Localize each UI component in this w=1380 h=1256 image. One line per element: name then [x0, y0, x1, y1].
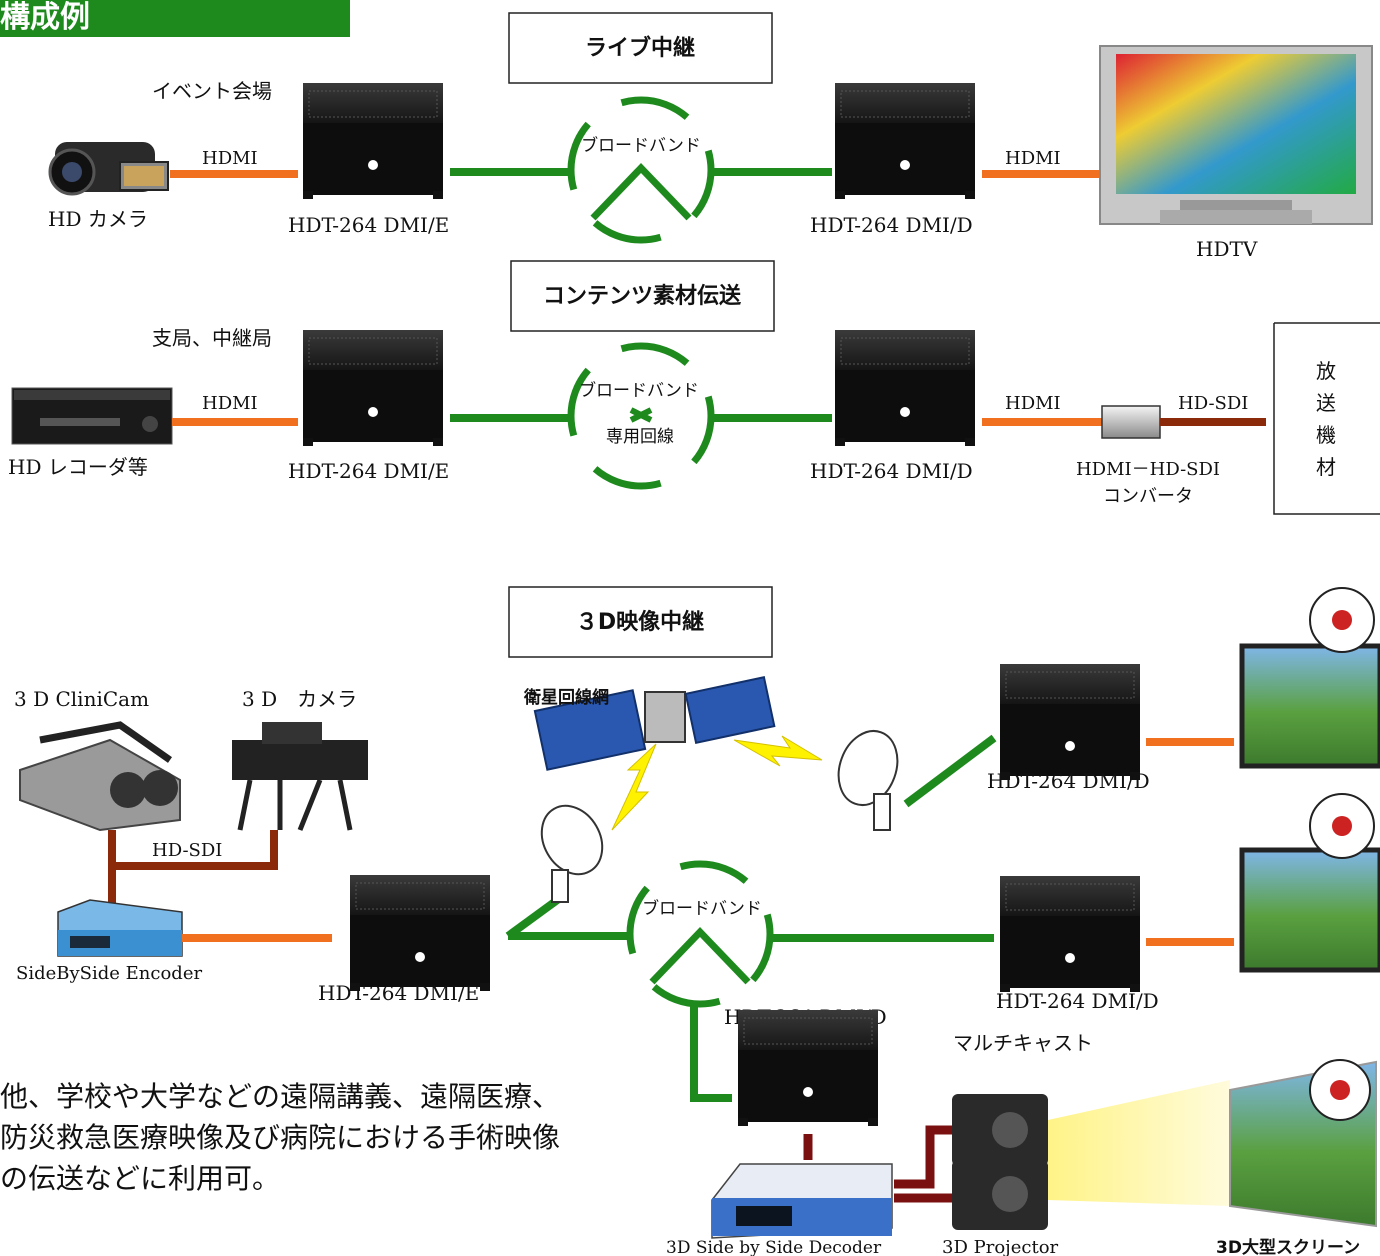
satellite-downlink-line — [903, 734, 997, 808]
clinicam-icon — [19, 721, 181, 832]
encoder-label: HDT-264 DMI/E — [288, 213, 449, 237]
venue-label: イベント会場 — [152, 79, 272, 103]
decoder-device-icon — [737, 1009, 879, 1127]
side-encoder-label: SideBySide Encoder — [16, 963, 202, 984]
decoder-device-icon — [834, 82, 976, 200]
section-title-box — [510, 260, 775, 332]
decoder-label: HDT-264 DMI/D — [987, 769, 1150, 793]
dedicated-line-label: 専用回線 — [606, 427, 674, 447]
network-label: ブロードバンド — [642, 898, 762, 919]
section-title: コンテンツ素材伝送 — [543, 283, 741, 309]
decoder-label: HDT-264 DMI/D — [810, 213, 973, 237]
stereo-camera-icon — [232, 722, 368, 831]
satellite-label: 衛星回線網 — [523, 687, 609, 708]
converter-icon — [1101, 405, 1161, 439]
sink-label: HDTV — [1196, 237, 1258, 261]
source-label: HD レコーダ等 — [8, 455, 148, 479]
satellite-dish-icon — [837, 730, 899, 831]
hdmi-label: HDMI — [1005, 393, 1061, 414]
signal-bolt-icon — [611, 743, 657, 831]
satellite-uplink-line — [505, 894, 563, 940]
decoder-device-icon — [834, 329, 976, 447]
decoder-label: HDT-264 DMI/D — [996, 989, 1159, 1013]
network-label: ブロードバンド — [579, 380, 699, 401]
large-screen-icon — [1229, 1059, 1377, 1228]
header-banner: 構成例 — [0, 0, 350, 37]
section-title-box — [508, 12, 773, 84]
screen-label: 3D大型スクリーン — [1216, 1237, 1360, 1256]
3d-tv-icon — [1239, 793, 1380, 973]
converter-label: HDMI－HD-SDI — [1076, 459, 1220, 480]
section-title: ３D映像中継 — [576, 609, 704, 635]
encoder-device-icon — [302, 82, 444, 200]
source-label: HD カメラ — [48, 207, 148, 231]
projector-label: 3D Projector — [942, 1237, 1059, 1256]
broadband-network-icon — [567, 96, 715, 244]
broadband-network-icon — [567, 342, 715, 490]
signal-bolt-icon — [733, 735, 823, 767]
3d-tv-icon — [1239, 587, 1380, 769]
sdi-label: HD-SDI — [152, 840, 222, 861]
section-title-box — [508, 586, 773, 658]
satellite-dish-icon — [540, 804, 604, 903]
broadcast-equipment-box — [1273, 322, 1380, 515]
sidebyside-decoder-icon — [711, 1163, 893, 1239]
note-line: 防災救急医療映像及び病院における手術映像 — [0, 1121, 560, 1154]
note-line: 他、学校や大学などの遠隔講義、遠隔医療、 — [0, 1080, 560, 1113]
satellite-icon — [533, 676, 776, 771]
clinicam-label: 3 D CliniCam — [14, 687, 149, 711]
broadcast-equipment-char: 機 — [1316, 423, 1336, 447]
decoder-label: HDT-264 DMI/D — [810, 459, 973, 483]
projection-beam — [1048, 1080, 1230, 1206]
network-line — [690, 1004, 732, 1102]
encoder-label: HDT-264 DMI/E — [288, 459, 449, 483]
note-line: の伝送などに利用可。 — [0, 1162, 280, 1195]
sdi-label: HD-SDI — [1178, 393, 1248, 414]
multicast-label: マルチキャスト — [953, 1031, 1093, 1055]
section-live: ライブ中継 イベント会場 HD カメラ HDMI HDT-264 DMI/E ブ… — [48, 12, 1373, 261]
section-title: ライブ中継 — [585, 35, 695, 61]
network-label: ブロードバンド — [581, 135, 701, 156]
venue-label: 支局、中継局 — [152, 326, 272, 350]
decoder-device-icon — [999, 663, 1141, 781]
hdmi-label: HDMI — [202, 148, 258, 169]
broadcast-equipment-char: 送 — [1316, 391, 1336, 415]
section-3d: ３D映像中継 3 D CliniCam 3 D カメラ HD-SDI SideB… — [14, 586, 1380, 1256]
projector-icon — [952, 1160, 1048, 1230]
broadband-network-icon — [626, 860, 774, 1008]
camera-label: 3 D カメラ — [242, 687, 357, 711]
decoder-device-icon — [999, 875, 1141, 993]
converter-label: コンバータ — [1103, 486, 1193, 507]
hd-camera-icon — [48, 142, 169, 196]
broadcast-equipment-char: 材 — [1316, 455, 1336, 479]
section-contents: コンテンツ素材伝送 支局、中継局 HD レコーダ等 HDMI HDT-264 D… — [8, 260, 1380, 515]
hdmi-label: HDMI — [202, 393, 258, 414]
side-decoder-label: 3D Side by Side Decoder — [666, 1238, 882, 1256]
usage-note: 他、学校や大学などの遠隔講義、遠隔医療、 防災救急医療映像及び病院における手術映… — [0, 1080, 560, 1195]
encoder-label: HDT-264 DMI/E — [318, 981, 479, 1005]
projector-cable — [894, 1125, 954, 1203]
sidebyside-encoder-icon — [57, 899, 183, 957]
encoder-device-icon — [349, 874, 491, 992]
hd-recorder-icon — [11, 387, 173, 445]
encoder-device-icon — [302, 329, 444, 447]
hdtv-icon — [1099, 45, 1373, 225]
broadcast-equipment-char: 放 — [1316, 359, 1336, 383]
page-title: 構成例 — [0, 0, 90, 35]
projector-icon — [952, 1094, 1048, 1166]
hdmi-label: HDMI — [1005, 148, 1061, 169]
